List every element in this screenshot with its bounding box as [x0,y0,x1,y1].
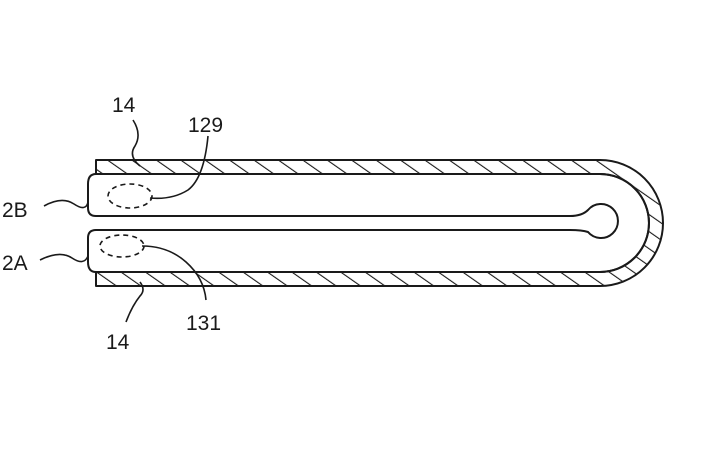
leader-14-top [131,119,141,167]
leader-131 [141,245,207,301]
label-2B: 2B [2,199,28,222]
label-14-bottom: 14 [106,331,130,354]
region-129-dashed [107,183,153,209]
label-2A: 2A [2,252,28,275]
region-131-dashed [99,234,145,258]
label-129: 129 [188,114,223,137]
label-131: 131 [186,312,221,335]
outer-layer-hatched [95,159,664,287]
leader-2B [43,199,89,209]
leader-14-bottom [125,281,144,323]
leader-2A [39,253,89,263]
leader-129 [149,135,209,200]
inner-folded-panel [87,173,650,273]
label-14-top: 14 [112,94,136,117]
